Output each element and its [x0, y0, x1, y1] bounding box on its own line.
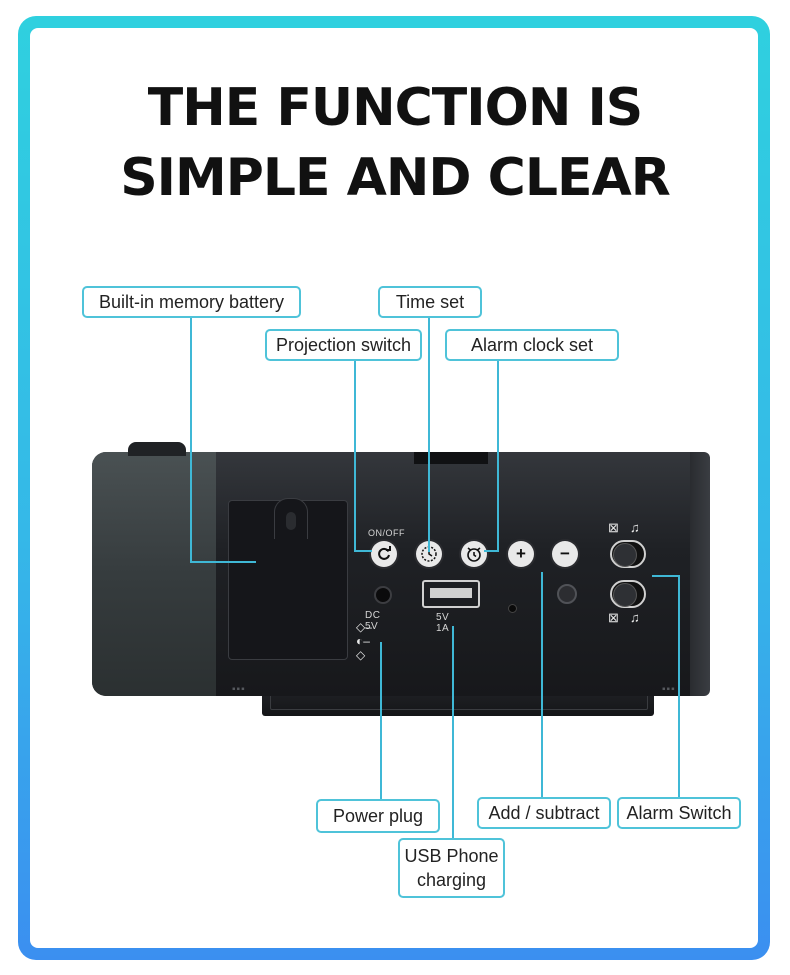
dc-jack	[374, 586, 392, 604]
on-off-label: ON/OFF	[368, 528, 405, 538]
minus-icon[interactable]: −	[552, 541, 578, 567]
reset-pinhole	[508, 604, 517, 613]
alarm-switch-1[interactable]	[610, 540, 646, 568]
callout-usb-line-1: USB Phone	[404, 845, 499, 866]
switch-knob	[613, 583, 637, 607]
leader-usb	[452, 626, 454, 838]
leader-power-plug	[380, 642, 382, 800]
headline-line-1: THE FUNCTION IS	[147, 78, 644, 138]
leader-alarm-set-v	[497, 360, 499, 550]
vent-right: ▪▪▪	[662, 684, 676, 695]
alarm-switch-2[interactable]	[610, 580, 646, 608]
callout-usb-line-2: charging	[416, 870, 487, 890]
callout-add-subtract: Add / subtract	[477, 797, 611, 829]
usb-rating-label: 5V 1A	[436, 612, 450, 634]
battery-door-notch	[286, 512, 296, 530]
leader-alarm-switch-v	[678, 575, 680, 798]
vent-left: ▪▪▪	[232, 684, 246, 695]
leader-add-subtract	[541, 572, 543, 798]
device-right-edge	[690, 452, 710, 696]
callout-alarm-clock-set: Alarm clock set	[445, 329, 619, 361]
bell-icon: ♫	[630, 610, 640, 625]
usb-port	[422, 580, 480, 608]
callout-power-plug: Power plug	[316, 799, 440, 833]
leader-time-set	[428, 316, 430, 552]
focus-knob	[557, 584, 577, 604]
leader-battery-v	[190, 318, 192, 562]
sound-off-icon: ⊠	[608, 520, 619, 535]
callout-battery: Built-in memory battery	[82, 286, 301, 318]
leader-projection-h	[354, 550, 372, 552]
leader-projection-v	[354, 360, 356, 550]
callout-time-set: Time set	[378, 286, 482, 318]
callout-usb-charging: USB Phone charging	[398, 838, 505, 898]
polarity-icon: ◇–◐–◇	[356, 620, 372, 662]
battery-door-tab	[274, 498, 308, 539]
projector-lens-housing	[128, 442, 186, 456]
alarm-clock-icon[interactable]	[461, 541, 487, 567]
callout-projection-switch: Projection switch	[265, 329, 422, 361]
usb-port-inner	[430, 588, 472, 598]
bell-icon: ♫	[630, 520, 640, 535]
switch-knob	[613, 543, 637, 567]
headline-line-2: SIMPLE AND CLEAR	[120, 148, 671, 208]
plus-icon[interactable]: +	[508, 541, 534, 567]
refresh-icon[interactable]	[371, 541, 397, 567]
callout-alarm-switch: Alarm Switch	[617, 797, 741, 829]
leader-alarm-switch-h	[652, 575, 680, 577]
sound-off-icon: ⊠	[608, 610, 619, 625]
leader-battery-h	[190, 561, 256, 563]
device-endcap	[92, 452, 216, 696]
dc-label: DC 5V	[365, 610, 381, 632]
top-snooze-bar	[414, 452, 488, 464]
leader-alarm-set-h	[484, 550, 499, 552]
